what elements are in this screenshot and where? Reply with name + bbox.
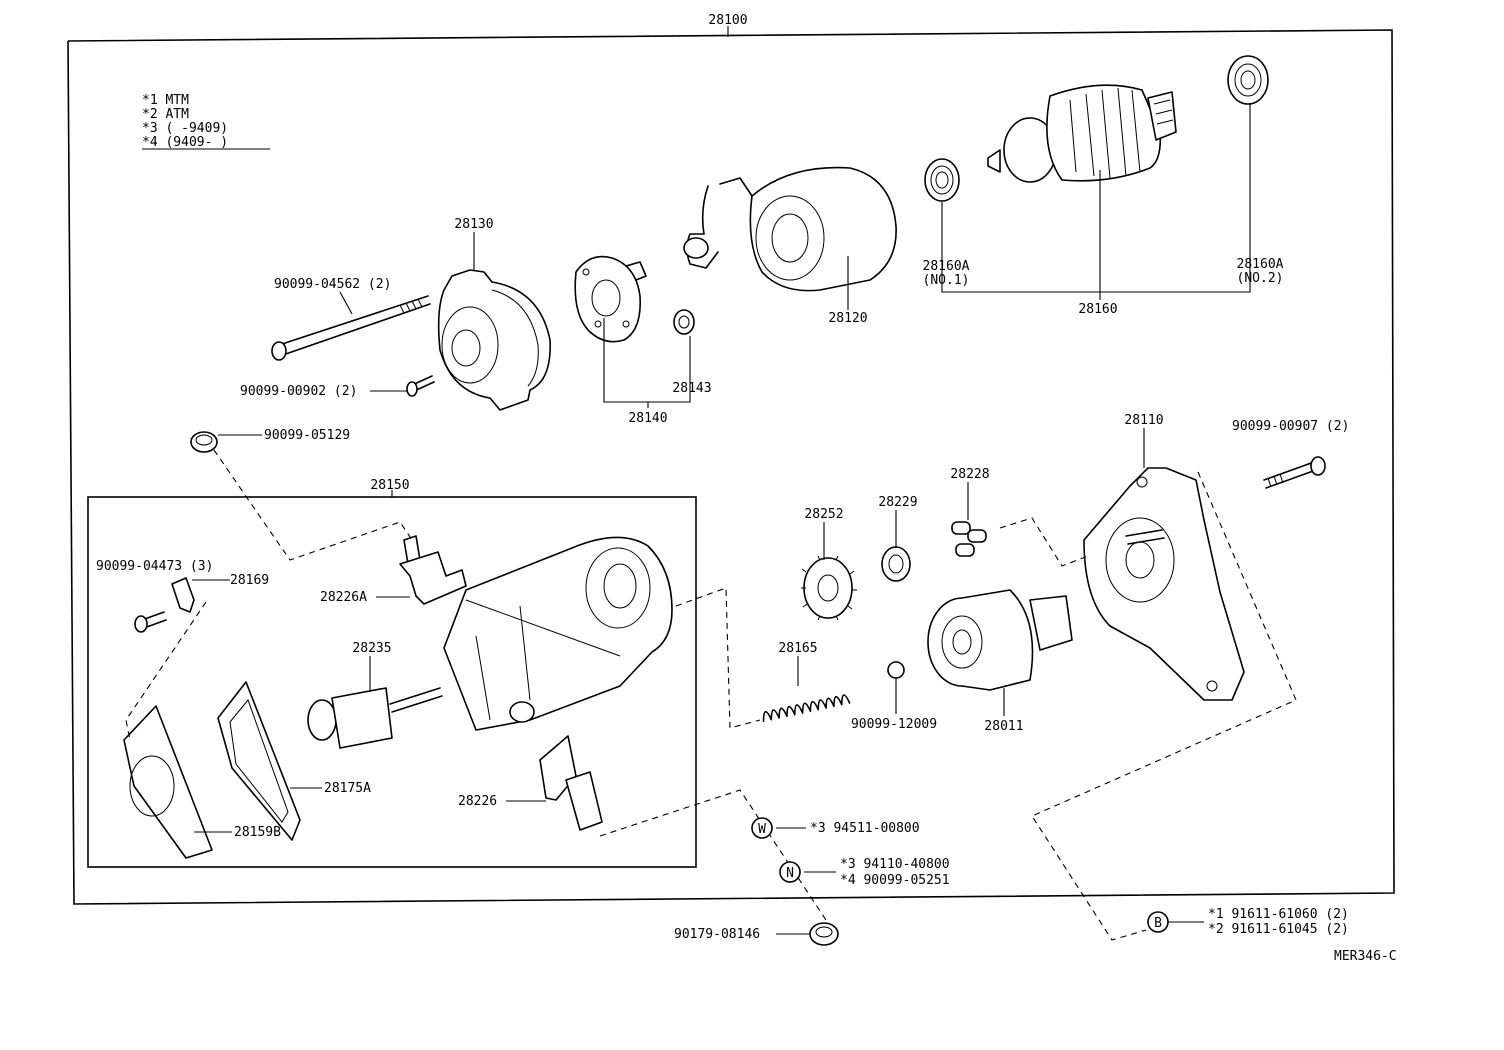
bolt-04473-drawing (134, 611, 167, 633)
gasket-drawing (217, 681, 301, 841)
brush-holder-drawing (574, 255, 647, 343)
brush-spring-drawing (673, 309, 695, 335)
label-28226: 28226 (458, 794, 497, 809)
nut-05129-drawing (190, 431, 218, 453)
through-bolt-drawing (271, 295, 431, 361)
label-28143: 28143 (672, 381, 711, 396)
label-28120: 28120 (828, 311, 867, 326)
label-28160A-no1-sub: (NO.1) (923, 273, 970, 288)
label-28140: 28140 (628, 411, 667, 426)
legend-item-1: *1 MTM (142, 93, 189, 108)
switch-housing-drawing (443, 536, 673, 731)
callout-n-text-2: *4 90099-05251 (840, 873, 950, 888)
legend-item-4: *4 (9409- ) (142, 135, 228, 150)
screw-00902-drawing (406, 375, 435, 397)
label-90099-12009: 90099-12009 (851, 717, 937, 732)
label-28160A-no2-sub: (NO.2) (1237, 271, 1284, 286)
spring-28165-drawing (762, 694, 851, 723)
label-28110: 28110 (1124, 413, 1163, 428)
label-28160: 28160 (1078, 302, 1117, 317)
starter-clutch-drawing (927, 589, 1073, 691)
end-cover-drawing (437, 269, 551, 411)
armature-drawing (987, 84, 1177, 183)
callout-n-circle (779, 861, 801, 883)
bearing-no1-drawing (924, 158, 960, 202)
terminal-28226A-drawing (399, 535, 467, 605)
callout-b-circle (1147, 911, 1169, 933)
legend-item-2: *2 ATM (142, 107, 189, 122)
callout-n-symbol: N (786, 866, 794, 881)
terminal-28226-drawing (539, 735, 603, 831)
label-90099-04473: 90099-04473 (3) (96, 559, 213, 574)
label-28165: 28165 (778, 641, 817, 656)
callout-w-circle (751, 817, 773, 839)
switch-cover-drawing (123, 705, 213, 859)
part-labels: 28100 28130 90099-04562 (2) 90099-00902 … (96, 13, 1397, 964)
starter-housing-drawing (1083, 467, 1245, 701)
callout-b-text-2: *2 91611-61045 (2) (1208, 922, 1349, 937)
label-28159B: 28159B (234, 825, 281, 840)
callout-symbols: W N B (751, 817, 1169, 933)
callout-w-symbol: W (758, 822, 766, 837)
plunger-drawing (307, 687, 443, 749)
bolt-00907-drawing (1263, 456, 1326, 489)
label-28150: 28150 (370, 478, 409, 493)
yoke-drawing (683, 166, 897, 292)
label-90099-00907: 90099-00907 (2) (1232, 419, 1349, 434)
leader-lines (192, 104, 1251, 935)
label-28100: 28100 (708, 13, 747, 28)
callout-w-text: *3 94511-00800 (810, 821, 920, 836)
label-28226A: 28226A (320, 590, 367, 605)
label-28228: 28228 (950, 467, 989, 482)
retainer-drawing (881, 546, 911, 582)
clamp-28169-drawing (171, 577, 195, 613)
steel-ball-drawing (887, 661, 905, 679)
dashed-assembly-lines (125, 449, 1297, 941)
idler-gear-drawing (801, 555, 857, 621)
label-28235: 28235 (352, 641, 391, 656)
label-28169: 28169 (230, 573, 269, 588)
legend: *1 MTM *2 ATM *3 ( -9409) *4 (9409- ) (142, 93, 270, 150)
legend-item-3: *3 ( -9409) (142, 121, 228, 136)
label-28130: 28130 (454, 217, 493, 232)
diagram-code: MER346-C (1334, 949, 1397, 964)
rollers-drawing (951, 521, 987, 557)
label-28011: 28011 (984, 719, 1023, 734)
bearing-no2-drawing (1227, 55, 1269, 105)
label-90099-00902: 90099-00902 (2) (240, 384, 357, 399)
nut-08146-drawing (809, 922, 839, 946)
label-28175A: 28175A (324, 781, 371, 796)
label-28229: 28229 (878, 495, 917, 510)
label-28160A-no1: 28160A (923, 259, 970, 274)
assembly-frame (67, 26, 1395, 905)
label-28160A-no2: 28160A (1237, 257, 1284, 272)
callout-b-symbol: B (1154, 916, 1162, 931)
label-90179-08146: 90179-08146 (674, 927, 760, 942)
callout-b-text-1: *1 91611-61060 (2) (1208, 907, 1349, 922)
label-90099-05129: 90099-05129 (264, 428, 350, 443)
label-90099-04562: 90099-04562 (2) (274, 277, 391, 292)
callout-n-text-1: *3 94110-40800 (840, 857, 950, 872)
label-28252: 28252 (804, 507, 843, 522)
